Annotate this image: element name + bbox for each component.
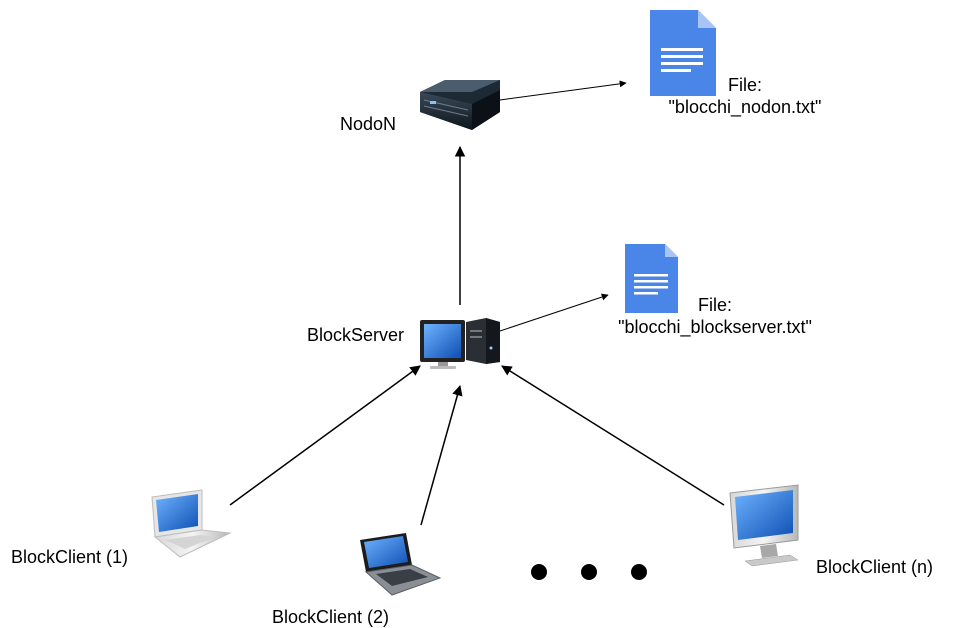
block-client-2-label: BlockClient (2) (272, 607, 390, 627)
laptop-dark-icon (360, 533, 442, 596)
document-icon-nodon (650, 10, 716, 96)
edges (229, 80, 725, 526)
monitor-icon (729, 484, 799, 567)
rack-server-icon (420, 80, 500, 130)
edge-client1-to-blockserver (229, 365, 421, 506)
block-client-1-label: BlockClient (1) (11, 547, 129, 567)
edge-blockserver-to-file (499, 293, 609, 332)
edge-nodon-to-file (499, 80, 627, 101)
ellipsis-dots-icon (531, 564, 647, 580)
laptop-white-icon (151, 489, 232, 558)
file-nodon-name: "blocchi_nodon.txt" (668, 97, 822, 117)
block-client-n-label: BlockClient (n) (816, 557, 934, 577)
ellipsis-dot (531, 564, 547, 580)
file-blockserver-prefix: File: (697, 295, 732, 315)
file-blockserver-label: File: "blocchi_blockserver.txt" (590, 294, 840, 338)
edge-client2-to-blockserver (420, 384, 463, 526)
file-nodon-label: File: "blocchi_nodon.txt" (640, 74, 850, 118)
file-blockserver-name: "blocchi_blockserver.txt" (618, 317, 812, 337)
nodo-n-label: NodoN (340, 114, 397, 134)
block-server-label: BlockServer (307, 325, 405, 345)
file-nodon-prefix: File: (727, 75, 762, 95)
ellipsis-dot (631, 564, 647, 580)
edge-clientn-to-blockserver (501, 365, 725, 506)
document-icon-blockserver (625, 244, 678, 313)
ellipsis-dot (581, 564, 597, 580)
desktop-computer-icon (420, 318, 500, 369)
